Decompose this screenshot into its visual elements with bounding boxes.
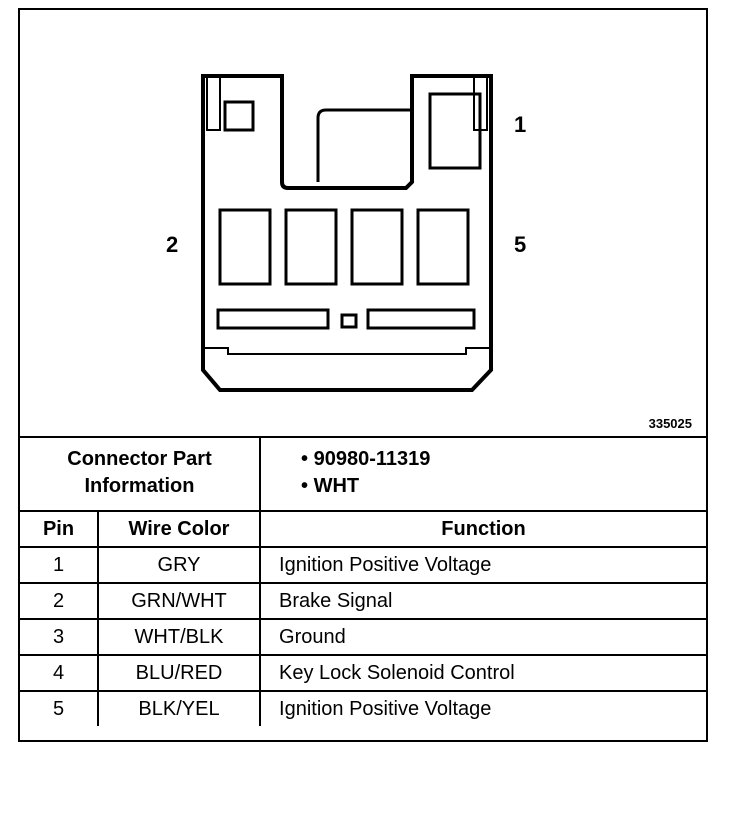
- pin-cell: 4: [20, 654, 99, 692]
- wire-color-cell: WHT/BLK: [96, 618, 262, 656]
- table-row: 2 GRN/WHT Brake Signal: [20, 582, 707, 620]
- figure-number: 335025: [648, 416, 692, 431]
- connector-face-drawing: [201, 74, 493, 392]
- wire-color-cell: BLK/YEL: [96, 690, 262, 726]
- pin-3-cavity: [284, 208, 338, 286]
- center-slot: [340, 313, 358, 329]
- pin-5-cavity: [416, 208, 470, 286]
- connector-part-info-values: • 90980-11319 • WHT: [259, 436, 707, 512]
- pinout-table: Connector Part Information • 90980-11319…: [20, 436, 707, 726]
- header-pin: Pin: [20, 510, 99, 548]
- part-number: • 90980-11319: [301, 448, 431, 470]
- function-cell: Ground: [259, 618, 707, 656]
- function-cell: Ignition Positive Voltage: [259, 546, 707, 584]
- left-slot: [216, 308, 330, 330]
- function-cell: Ignition Positive Voltage: [259, 690, 707, 726]
- connector-diagram: 1 2 5 335025: [20, 10, 706, 438]
- header-wire-color: Wire Color: [96, 510, 262, 548]
- pin-label-1: 1: [514, 112, 527, 137]
- table-row: 4 BLU/RED Key Lock Solenoid Control: [20, 654, 707, 692]
- pin-cell: 3: [20, 618, 99, 656]
- right-slot: [366, 308, 476, 330]
- function-cell: Key Lock Solenoid Control: [259, 654, 707, 692]
- connector-part-info-label: Connector Part Information: [20, 436, 262, 512]
- function-cell: Brake Signal: [259, 582, 707, 620]
- table-row: 3 WHT/BLK Ground: [20, 618, 707, 656]
- wire-color-cell: GRN/WHT: [96, 582, 262, 620]
- pin-cell: 2: [20, 582, 99, 620]
- pin-cell: 5: [20, 690, 99, 726]
- pin-label-5: 5: [514, 232, 527, 257]
- table-row: 5 BLK/YEL Ignition Positive Voltage: [20, 690, 707, 726]
- connector-figure: 1 2 5 335025 Connector Part Information …: [18, 8, 708, 742]
- pin-cell: 1: [20, 546, 99, 584]
- pin-2-cavity: [218, 208, 272, 286]
- wire-color-cell: GRY: [96, 546, 262, 584]
- latch-square: [223, 100, 255, 132]
- connector-color: • WHT: [301, 475, 360, 497]
- table-row: 1 GRY Ignition Positive Voltage: [20, 546, 707, 584]
- pin-4-cavity: [350, 208, 404, 286]
- pin-label-2: 2: [166, 232, 179, 257]
- connector-housing: [201, 74, 493, 392]
- wire-color-cell: BLU/RED: [96, 654, 262, 692]
- pin-1-cavity: [428, 92, 482, 170]
- header-function: Function: [259, 510, 707, 548]
